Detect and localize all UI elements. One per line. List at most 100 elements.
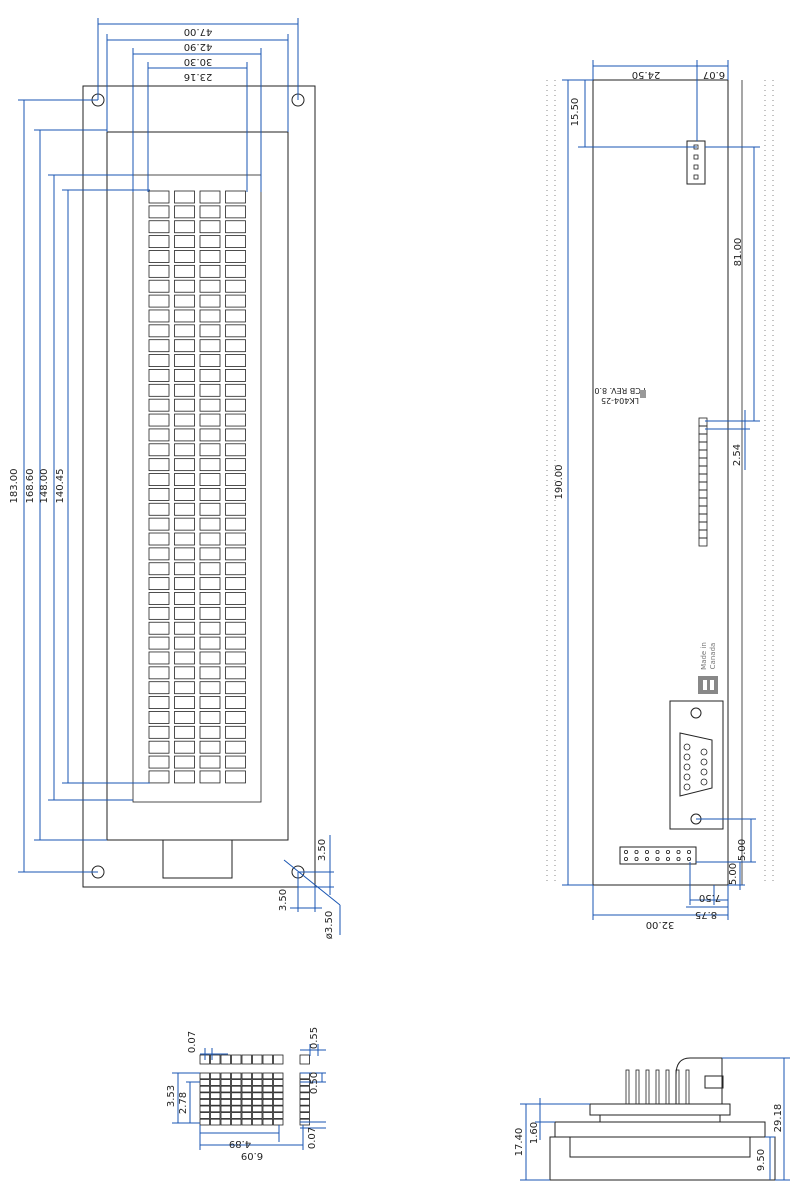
character-cell: [225, 190, 246, 204]
character-cell: [199, 651, 221, 665]
character-cell: [148, 473, 170, 486]
character-cell: [225, 250, 246, 263]
character-cell: [225, 547, 246, 561]
detail-dot: [220, 1118, 231, 1126]
character-cell: [225, 681, 246, 695]
character-cell: [148, 205, 170, 219]
character-cell: [225, 398, 246, 412]
detail-dot: [210, 1099, 221, 1106]
detail-dot: [199, 1118, 210, 1126]
detail-dot: [241, 1085, 252, 1093]
detail-dot: [220, 1079, 231, 1086]
character-cell: [225, 696, 246, 709]
backlight-connector-pins: [693, 144, 699, 180]
detail-dot: [210, 1079, 221, 1086]
character-cell: [174, 443, 195, 457]
character-cell: [148, 517, 170, 531]
character-cell: [148, 740, 170, 754]
character-cell: [174, 309, 195, 323]
dim-5-00-lower: 5.00: [728, 863, 739, 885]
character-cell: [199, 740, 221, 754]
detail-right-cell: [299, 1085, 310, 1093]
character-cell: [199, 369, 221, 382]
character-cell: [199, 339, 221, 353]
side-header-pin: [655, 1069, 660, 1105]
character-cell: [225, 636, 246, 650]
header-pin: [698, 465, 708, 475]
dim-hole-diameter: ø3.50: [324, 911, 335, 939]
character-cell: [148, 666, 170, 680]
side-component-block: [589, 1103, 731, 1116]
db9-connector-pins: [683, 743, 708, 791]
dim-6-07: 6.07: [703, 69, 725, 80]
dim-17-40: 17.40: [514, 1128, 525, 1157]
db9-connector-shell: [679, 732, 713, 797]
detail-dot: [199, 1105, 210, 1113]
dim-23-16: 23.16: [184, 71, 213, 82]
detail-dot: [199, 1072, 210, 1080]
detail-top-cell: [252, 1054, 263, 1065]
header-pin: [698, 529, 708, 539]
header-pin: [698, 505, 708, 515]
character-cell: [225, 725, 246, 739]
character-cell: [174, 681, 195, 695]
character-cell: [174, 264, 195, 278]
detail-dot: [241, 1099, 252, 1106]
bottom-header-pin: [634, 850, 639, 855]
detail-dot: [231, 1118, 242, 1126]
dim-2-78: 2.78: [178, 1092, 189, 1114]
dim-3-50-vertical: 3.50: [317, 839, 328, 861]
header-pin: [698, 457, 708, 467]
character-detail: 0.07 0.55 3.53 2.78 0.50 0.07: [166, 1027, 326, 1161]
dim-183-00: 183.00: [9, 469, 20, 504]
serial-port-outline: [669, 700, 724, 830]
character-cell: [148, 532, 170, 546]
dim-0-55: 0.55: [309, 1027, 320, 1049]
detail-dot: [262, 1118, 273, 1126]
header-pin: [698, 449, 708, 459]
character-cell: [174, 250, 195, 263]
character-cell: [199, 517, 221, 531]
detail-dot: [262, 1085, 273, 1093]
dim-7-50: 7.50: [699, 892, 721, 903]
detail-dot: [262, 1072, 273, 1080]
dim-32-00: 32.00: [646, 919, 675, 930]
back-pcb-outline: [592, 79, 729, 886]
character-cell: [174, 428, 195, 442]
db9-pin: [683, 773, 691, 781]
character-cell: [225, 443, 246, 457]
dim-8-75: 8.75: [695, 909, 717, 920]
db9-pin: [683, 753, 691, 761]
character-cell: [225, 592, 246, 605]
character-cell: [148, 309, 170, 323]
dim-24-50: 24.50: [632, 69, 661, 80]
character-cell: [148, 770, 170, 784]
character-cell: [199, 666, 221, 680]
detail-dot: [262, 1092, 273, 1100]
bottom-header-pin: [645, 857, 650, 862]
header-pin: [698, 497, 708, 507]
pcb-label-mark: [640, 390, 646, 398]
bottom-header-pin: [645, 850, 650, 855]
front-view: 47.00 42.90 30.30 23.16 183.00 168.60 14…: [9, 18, 341, 939]
detail-dot: [273, 1105, 284, 1113]
character-cell: [199, 190, 221, 204]
side-header-pin: [665, 1069, 670, 1105]
db9-pin: [700, 778, 708, 786]
character-cell: [148, 264, 170, 278]
detail-dot: [199, 1085, 210, 1093]
character-cell: [148, 339, 170, 353]
character-cell: [148, 651, 170, 665]
db9-pin: [683, 763, 691, 771]
character-cell: [174, 517, 195, 531]
character-cell: [174, 696, 195, 709]
dim-29-18: 29.18: [773, 1104, 784, 1133]
detail-dot: [273, 1112, 284, 1119]
detail-dot: [210, 1092, 221, 1100]
character-cell: [148, 354, 170, 367]
header-pin: [698, 417, 708, 427]
character-cell: [225, 383, 246, 397]
side-serial-connector: [675, 1057, 723, 1105]
bottom-header-pin: [666, 850, 671, 855]
